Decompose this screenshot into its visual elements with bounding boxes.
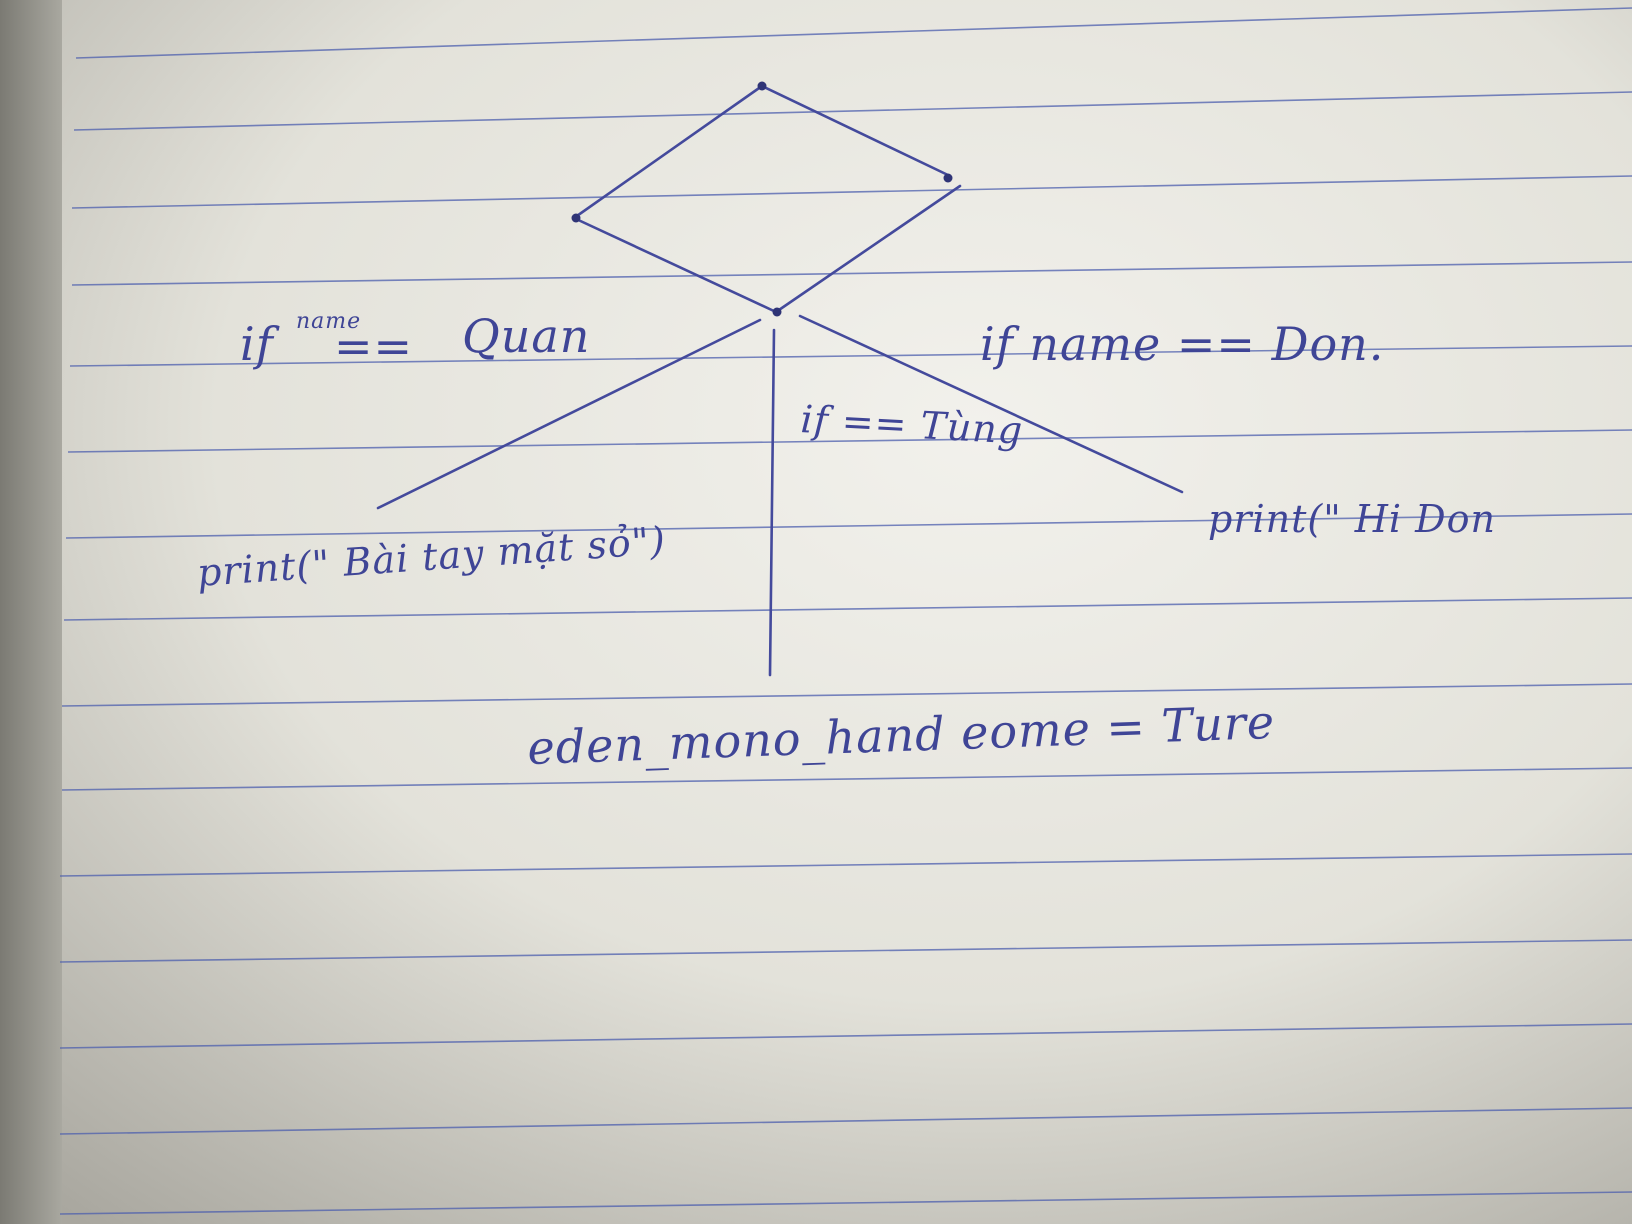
page-edge	[0, 0, 62, 1224]
diamond-top-vertex	[757, 81, 767, 91]
ruled-lines	[59, 7, 1632, 1215]
decision-diamond	[571, 81, 962, 317]
left-condition-if: if	[240, 317, 280, 371]
branch-left	[376, 318, 762, 510]
branch-middle	[768, 328, 776, 677]
left-condition-var: name	[296, 309, 361, 334]
right-output-label: print(" Hi Don	[1208, 497, 1496, 541]
diamond-bottom-vertex	[772, 307, 782, 317]
branch-right	[798, 314, 1184, 494]
left-condition-value: Quan	[462, 309, 590, 363]
left-condition-label: if name == Quan	[240, 309, 590, 373]
right-condition-label: if name == Don.	[980, 317, 1384, 371]
diamond-right-vertex	[943, 173, 953, 183]
diamond-left-vertex	[571, 213, 581, 223]
branch-lines	[376, 314, 1184, 677]
left-condition-eq: ==	[334, 319, 413, 373]
